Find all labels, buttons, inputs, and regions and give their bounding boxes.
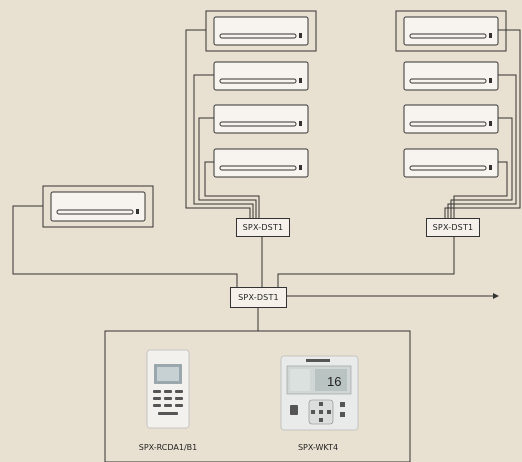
wire-left-4 <box>204 161 260 218</box>
controller-temperature: 16 <box>327 374 341 389</box>
indoor-unit-right-1 <box>395 10 507 52</box>
distributor-main: SPX-DST1 <box>230 287 287 308</box>
wire-right-2 <box>447 74 517 218</box>
wire-standalone <box>12 205 238 287</box>
controller-box <box>104 330 411 462</box>
indoor-unit-left-4 <box>213 148 309 178</box>
indoor-unit-right-2 <box>403 61 499 91</box>
indoor-unit-standalone <box>42 185 154 228</box>
controller-caption-wkt4: SPX-WKT4 <box>297 443 339 452</box>
wire-left-1 <box>185 29 251 218</box>
wire-left-3 <box>198 117 257 218</box>
indoor-unit-right-4 <box>403 148 499 178</box>
wire-right-dst <box>277 236 455 287</box>
distributor-right: SPX-DST1 <box>426 218 480 237</box>
distributor-main-label: SPX-DST1 <box>238 293 279 302</box>
wire-right-1 <box>444 29 521 218</box>
controller-caption-rcda: SPX-RCDA1/B1 <box>138 443 198 452</box>
indoor-unit-left-3 <box>213 104 309 134</box>
distributor-left-label: SPX-DST1 <box>242 223 284 232</box>
distributor-left: SPX-DST1 <box>236 218 290 237</box>
remote-controller-rcda <box>146 349 190 429</box>
indoor-unit-left-1 <box>205 10 317 52</box>
wire-right-4 <box>453 161 508 218</box>
wire-left-2 <box>193 74 254 218</box>
wire-right-3 <box>450 117 513 218</box>
indoor-unit-right-3 <box>403 104 499 134</box>
distributor-right-label: SPX-DST1 <box>432 223 474 232</box>
wall-controller-wkt4: 16 <box>280 355 359 431</box>
indoor-unit-left-2 <box>213 61 309 91</box>
